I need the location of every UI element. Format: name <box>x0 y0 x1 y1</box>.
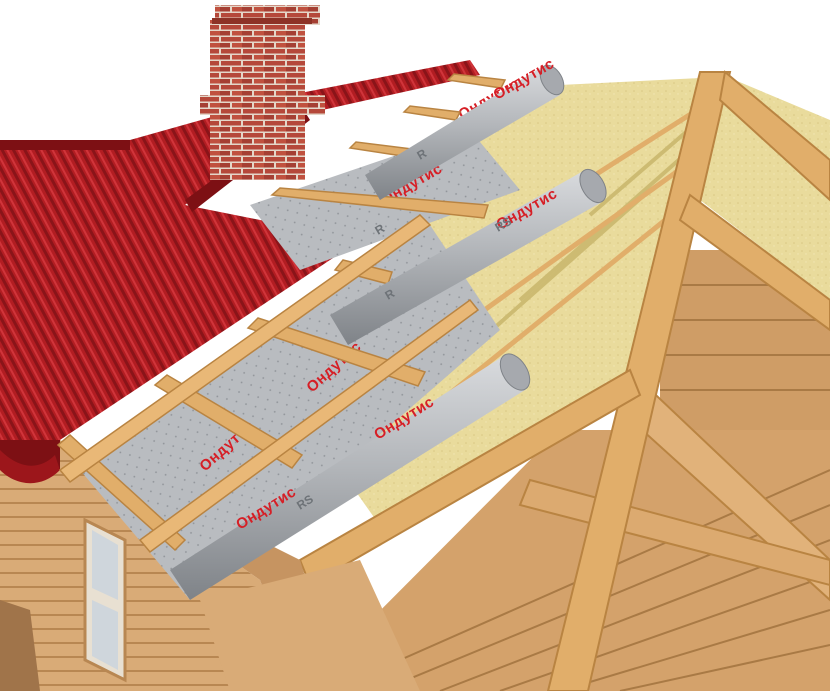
wooden-battens <box>56 73 507 554</box>
batten <box>402 105 462 121</box>
hip-rafters <box>298 70 830 691</box>
interior-wood-framing <box>300 250 830 691</box>
batten <box>138 298 480 554</box>
batten <box>153 374 304 469</box>
window <box>83 517 127 683</box>
batten <box>270 187 489 219</box>
batten <box>58 214 432 484</box>
membrane-roll: Ондутис R <box>365 55 565 200</box>
batten <box>446 73 507 89</box>
house-wall <box>0 420 420 691</box>
brick-chimney <box>200 5 325 180</box>
